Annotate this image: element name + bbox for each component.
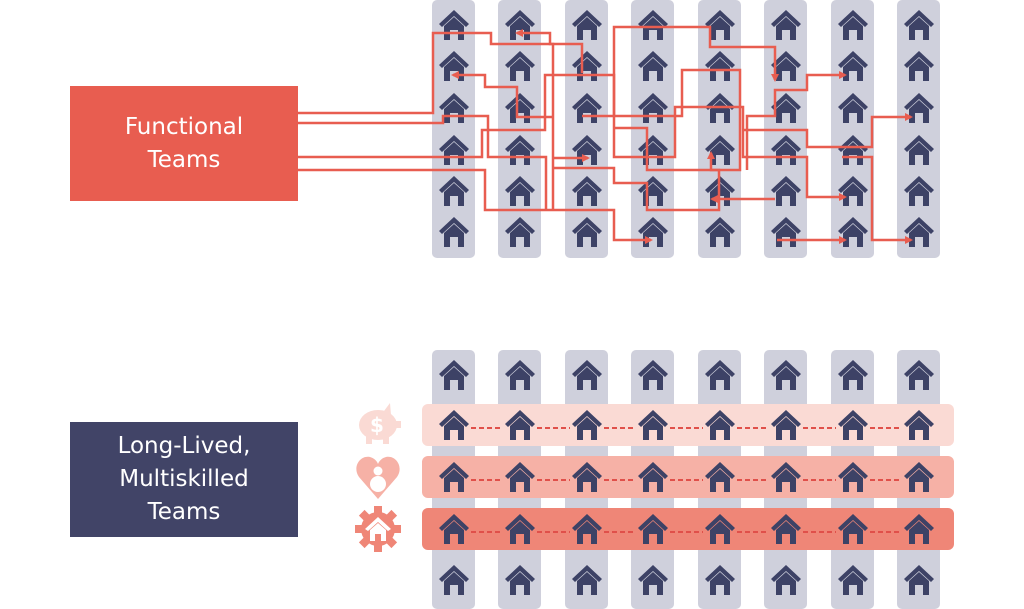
handoff-link: [298, 73, 847, 201]
functional-label-line: Functional: [124, 113, 244, 140]
handoff-link: [515, 29, 555, 210]
longlived-label-line: Long-Lived,: [117, 433, 251, 459]
handoff-link: [612, 25, 779, 116]
handoff-link: [451, 71, 553, 119]
longlived-label-line: Multiskilled: [119, 466, 249, 492]
handoff-link: [582, 68, 742, 172]
handoff-links: [298, 25, 913, 244]
longlived-label-line: Teams: [147, 499, 221, 525]
functional-teams-box: Functional Teams: [70, 86, 298, 201]
gear-house-icon: [355, 506, 401, 552]
handoff-link: [298, 168, 653, 244]
piggy-bank-dollar-icon: $: [359, 403, 401, 444]
handoff-link: [743, 113, 913, 149]
longlived-teams-box: Long-Lived, Multiskilled Teams: [70, 422, 298, 537]
svg-text:$: $: [370, 413, 384, 437]
team-band: [422, 456, 954, 498]
team-band: [422, 404, 954, 446]
handoff-link: [298, 31, 584, 115]
functional-label-line: Teams: [147, 146, 221, 173]
team-bands: [422, 404, 954, 550]
handoff-link: [298, 114, 548, 210]
team-band: [422, 508, 954, 550]
handoff-link: [745, 71, 847, 170]
heart-person-icon: [356, 456, 400, 499]
handoff-link: [842, 155, 913, 244]
